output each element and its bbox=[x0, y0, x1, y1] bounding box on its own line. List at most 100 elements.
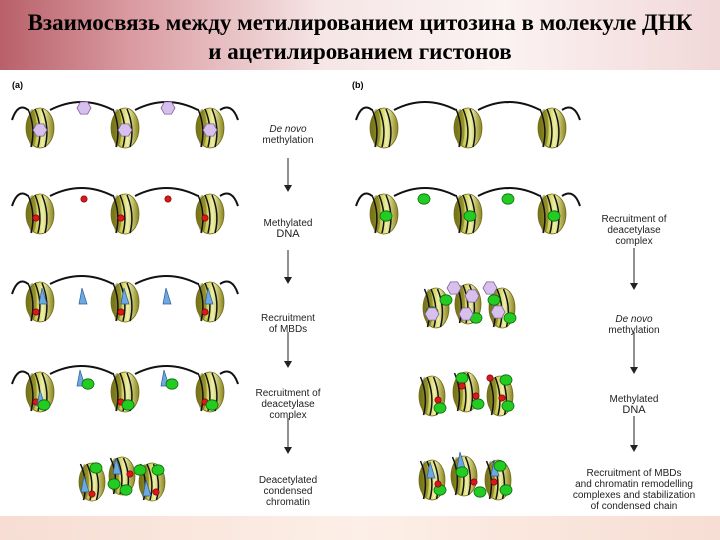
deacetylase-marker bbox=[502, 401, 514, 411]
deacetylase-marker bbox=[502, 194, 514, 204]
arrow-head bbox=[284, 185, 292, 192]
step-label-first: Recruitment of MBDs bbox=[586, 468, 681, 479]
row-a-2 bbox=[12, 188, 238, 234]
methyl-group bbox=[499, 395, 505, 401]
row-a-4 bbox=[12, 366, 238, 412]
dna-linker bbox=[135, 276, 198, 284]
arrow-head bbox=[630, 367, 638, 374]
deacetylase-marker bbox=[504, 313, 516, 323]
step-label-rest: condensed chromatin bbox=[264, 486, 313, 508]
deacetylase-marker bbox=[548, 211, 560, 221]
row-b-4 bbox=[419, 372, 514, 416]
step-label-rest: and chromatin remodelling complexes and … bbox=[573, 479, 695, 512]
deacetylase-marker bbox=[152, 465, 164, 475]
de-novo-methylase bbox=[118, 124, 132, 136]
methyl-group bbox=[459, 383, 465, 389]
methyl-group bbox=[165, 196, 171, 202]
deacetylase-marker bbox=[120, 485, 132, 495]
step-label-first: Recruitment of bbox=[255, 388, 320, 399]
step-label-rest: of MBDs bbox=[269, 324, 307, 335]
nucleosome bbox=[538, 108, 566, 148]
deacetylase-marker bbox=[474, 487, 486, 497]
methyl-group bbox=[487, 375, 493, 381]
dna-end bbox=[562, 108, 580, 120]
step-b-methylated-dna: MethylatedDNA bbox=[574, 383, 694, 416]
methyl-group bbox=[435, 481, 441, 487]
nucleosome bbox=[111, 194, 139, 234]
deacetylase-marker bbox=[500, 375, 512, 385]
deacetylase-marker bbox=[38, 400, 50, 410]
methyl-group bbox=[202, 309, 208, 315]
step-a-recruitment-mbds: Recruitmentof MBDs bbox=[228, 302, 348, 335]
panel-b-label: (b) bbox=[352, 80, 364, 90]
mbd-protein bbox=[79, 288, 87, 304]
flow-arrow bbox=[630, 248, 638, 290]
deacetylase-marker bbox=[166, 379, 178, 389]
de-novo-methylase bbox=[459, 308, 473, 320]
deacetylase-marker bbox=[90, 463, 102, 473]
arrow-head bbox=[284, 361, 292, 368]
de-novo-methylase bbox=[77, 102, 91, 114]
methyl-group bbox=[471, 479, 477, 485]
deacetylase-marker bbox=[472, 399, 484, 409]
dna-linker bbox=[394, 102, 456, 110]
step-label-rest: methylation bbox=[608, 325, 659, 336]
row-a-1 bbox=[12, 102, 238, 148]
methyl-group bbox=[89, 491, 95, 497]
row-b-1 bbox=[356, 102, 580, 148]
deacetylase-marker bbox=[434, 403, 446, 413]
methyl-group bbox=[118, 215, 124, 221]
dna-end bbox=[220, 282, 238, 294]
methyl-group bbox=[118, 309, 124, 315]
dna-end bbox=[12, 108, 28, 120]
flow-arrow bbox=[284, 332, 292, 368]
deacetylase-marker bbox=[440, 295, 452, 305]
row-b-2 bbox=[356, 188, 580, 234]
dna-end bbox=[356, 194, 372, 206]
diagram-canvas bbox=[0, 70, 720, 516]
methyl-group bbox=[473, 393, 479, 399]
methyl-group bbox=[81, 196, 87, 202]
deacetylase-marker bbox=[494, 461, 506, 471]
flow-arrow bbox=[284, 418, 292, 454]
de-novo-methylase bbox=[161, 102, 175, 114]
arrow-head bbox=[630, 445, 638, 452]
dna-linker bbox=[50, 276, 113, 284]
methyl-group bbox=[491, 479, 497, 485]
step-label-first: De novo bbox=[615, 314, 652, 325]
step-label-first: Recruitment of bbox=[601, 214, 666, 225]
step-label-rest: DNA bbox=[622, 404, 645, 416]
dna-linker bbox=[135, 188, 198, 196]
flow-arrow bbox=[284, 250, 292, 284]
row-a-3 bbox=[12, 276, 238, 322]
methyl-group bbox=[153, 489, 159, 495]
footer-band bbox=[0, 516, 720, 540]
methyl-group bbox=[202, 215, 208, 221]
dna-linker bbox=[478, 102, 540, 110]
deacetylase-marker bbox=[456, 467, 468, 477]
row-b-3 bbox=[423, 282, 516, 328]
deacetylase-marker bbox=[500, 485, 512, 495]
methyl-group bbox=[127, 471, 133, 477]
step-label-first: De novo bbox=[269, 124, 306, 135]
methyl-group bbox=[33, 215, 39, 221]
deacetylase-marker bbox=[464, 211, 476, 221]
dna-end bbox=[356, 108, 372, 120]
step-label-first: Recruitment bbox=[261, 313, 315, 324]
flow-arrow bbox=[630, 416, 638, 452]
step-label-first: Deacetylated bbox=[259, 475, 317, 486]
deacetylase-marker bbox=[488, 295, 500, 305]
nucleosome bbox=[26, 194, 54, 234]
deacetylase-marker bbox=[82, 379, 94, 389]
de-novo-methylase bbox=[483, 282, 497, 294]
deacetylase-marker bbox=[418, 194, 430, 204]
de-novo-methylase bbox=[425, 308, 439, 320]
de-novo-methylase bbox=[33, 124, 47, 136]
mbd-protein bbox=[163, 288, 171, 304]
